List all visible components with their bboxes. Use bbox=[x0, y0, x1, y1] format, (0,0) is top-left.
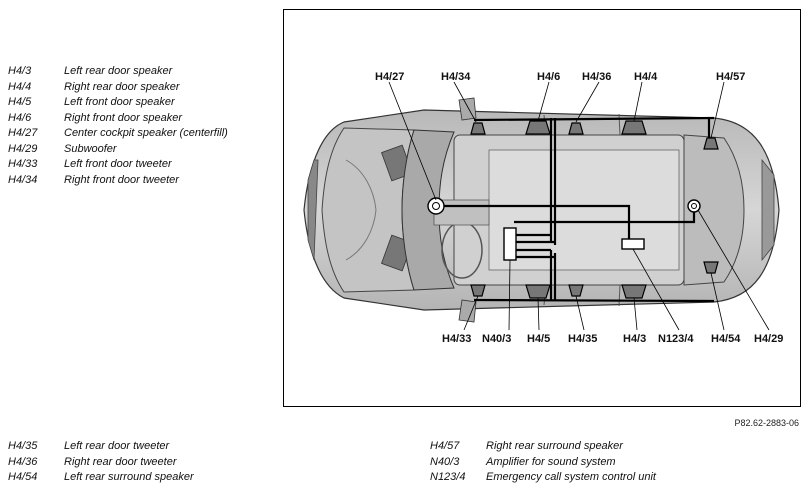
label-h4-57: H4/57 bbox=[716, 71, 745, 83]
figure-code: P82.62-2883-06 bbox=[734, 418, 799, 428]
legend-code: H4/6 bbox=[8, 111, 32, 124]
label-n40-3: N40/3 bbox=[482, 333, 511, 345]
legend-row: H4/54 Left rear surround speaker bbox=[8, 470, 194, 486]
wiring-harness bbox=[436, 116, 715, 303]
legend-code: H4/54 bbox=[8, 471, 38, 483]
legend-row: H4/27 Center cockpit speaker (centerfill) bbox=[8, 126, 228, 142]
label-h4-35: H4/35 bbox=[568, 333, 597, 345]
legend-row: H4/5 Left front door speaker bbox=[8, 95, 228, 111]
legend-row: H4/33 Left front door tweeter bbox=[8, 157, 228, 173]
legend-text: Left rear door speaker bbox=[64, 65, 173, 77]
legend-row: H4/6 Right front door speaker bbox=[8, 111, 228, 127]
speaker-icon bbox=[568, 122, 584, 135]
legend-top: H4/3 Left rear door speaker H4/4 Right rea… bbox=[8, 64, 228, 188]
speaker-icon bbox=[568, 284, 584, 297]
label-h4-3: H4/3 bbox=[623, 333, 646, 345]
legend-code: H4/3 bbox=[8, 65, 32, 77]
legend-code: N123/4 bbox=[430, 471, 466, 483]
label-h4-4: H4/4 bbox=[634, 71, 658, 83]
legend-row: H4/36 Right rear door tweeter bbox=[8, 455, 194, 471]
speaker-icon bbox=[703, 137, 719, 150]
legend-row: H4/35 Left rear door tweeter bbox=[8, 439, 194, 455]
legend-text: Subwoofer bbox=[64, 142, 117, 155]
legend-text: Left front door speaker bbox=[64, 96, 175, 108]
legend-row: H4/4 Right rear door speaker bbox=[8, 80, 228, 96]
legend-code: H4/36 bbox=[8, 455, 38, 468]
car-body bbox=[303, 97, 780, 323]
legend-row: H4/3 Left rear door speaker bbox=[8, 64, 228, 80]
subwoofer-icon bbox=[687, 199, 701, 213]
speaker-icon bbox=[470, 284, 486, 297]
legend-row: N123/4 Emergency call system control unit bbox=[430, 470, 656, 486]
speaker-icon bbox=[621, 120, 647, 135]
legend-code: N40/3 bbox=[430, 455, 460, 468]
legend-text: Center cockpit speaker (centerfill) bbox=[64, 127, 228, 139]
legend-code: H4/57 bbox=[430, 440, 460, 452]
legend-code: H4/34 bbox=[8, 173, 38, 186]
legend-text: Right rear surround speaker bbox=[486, 440, 623, 452]
speaker-icon bbox=[525, 284, 551, 299]
diagram-frame: H4/27 H4/34 H4/6 H4/36 H4/4 H4/57 H4/33 … bbox=[283, 9, 801, 407]
legend-row: N40/3 Amplifier for sound system bbox=[430, 455, 656, 471]
label-h4-34: H4/34 bbox=[441, 71, 471, 83]
label-h4-33: H4/33 bbox=[442, 333, 471, 345]
legend-bottom-left: H4/35 Left rear door tweeter H4/36 Right r… bbox=[8, 439, 194, 486]
speaker-icon bbox=[470, 122, 486, 135]
label-h4-29: H4/29 bbox=[754, 333, 783, 345]
legend-code: H4/35 bbox=[8, 440, 38, 452]
label-n123-4: N123/4 bbox=[658, 333, 694, 345]
legend-code: H4/29 bbox=[8, 142, 38, 155]
legend-text: Emergency call system control unit bbox=[486, 471, 656, 483]
label-h4-6: H4/6 bbox=[537, 71, 560, 83]
legend-row: H4/29 Subwoofer bbox=[8, 142, 228, 158]
speaker-icon bbox=[703, 261, 719, 274]
amplifier-unit bbox=[503, 227, 517, 261]
centerfill-speaker-icon bbox=[427, 197, 445, 215]
legend-row: H4/34 Right front door tweeter bbox=[8, 173, 228, 189]
legend-text: Right rear door tweeter bbox=[64, 455, 177, 468]
legend-bottom-right: H4/57 Right rear surround speaker N40/3 Am… bbox=[430, 439, 656, 486]
speaker-icon bbox=[621, 284, 647, 299]
label-h4-27: H4/27 bbox=[375, 71, 404, 83]
car-speaker-diagram: H4/27 H4/34 H4/6 H4/36 H4/4 H4/57 H4/33 … bbox=[303, 71, 783, 345]
subwoofer-cone-icon bbox=[691, 203, 697, 209]
legend-text: Left rear surround speaker bbox=[64, 471, 194, 483]
legend-code: H4/5 bbox=[8, 96, 32, 108]
emergency-call-unit bbox=[621, 238, 645, 250]
legend-text: Amplifier for sound system bbox=[486, 455, 616, 468]
legend-code: H4/4 bbox=[8, 80, 32, 93]
legend-row: H4/57 Right rear surround speaker bbox=[430, 439, 656, 455]
legend-code: H4/27 bbox=[8, 127, 38, 139]
legend-text: Left rear door tweeter bbox=[64, 440, 170, 452]
centerfill-speaker-cone-icon bbox=[432, 202, 440, 210]
legend-text: Right front door speaker bbox=[64, 111, 183, 124]
label-h4-5: H4/5 bbox=[527, 333, 550, 345]
legend-text: Right rear door speaker bbox=[64, 80, 180, 93]
speaker-icon bbox=[525, 120, 551, 135]
speaker-icons bbox=[470, 120, 719, 299]
label-h4-54: H4/54 bbox=[711, 333, 741, 345]
legend-text: Left front door tweeter bbox=[64, 158, 172, 170]
callout-lines bbox=[388, 81, 770, 331]
legend-text: Right front door tweeter bbox=[64, 173, 179, 186]
label-h4-36: H4/36 bbox=[582, 71, 611, 83]
legend-code: H4/33 bbox=[8, 158, 38, 170]
